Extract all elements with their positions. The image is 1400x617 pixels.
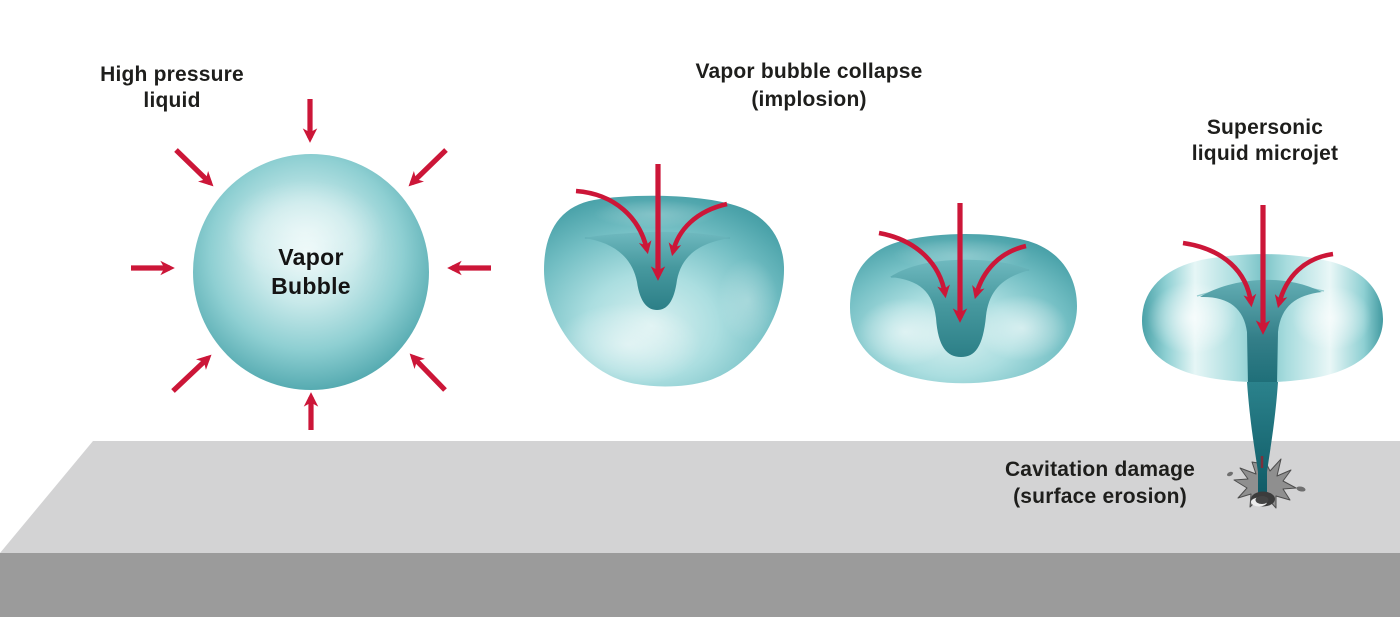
stage-3-collapsing-bubble <box>850 234 1077 384</box>
implosion-arrow-right <box>668 201 728 257</box>
pressure-arrows <box>131 99 491 430</box>
stage-4-implosion-arrows <box>1182 205 1334 335</box>
stage-1-vapor-bubble <box>193 154 429 390</box>
pressure-arrow-nw <box>174 148 214 187</box>
label-line: liquid microjet <box>1191 142 1339 165</box>
implosion-arrow-left <box>575 188 652 255</box>
label-high-pressure-liquid: High pressure liquid <box>47 62 297 114</box>
label-vapor-bubble: Vapor Bubble <box>211 243 411 301</box>
pressure-arrow-ne <box>408 148 448 187</box>
erosion-crater <box>1251 491 1275 507</box>
bubble-highlight <box>1147 282 1237 354</box>
label-cavitation-damage: Cavitation damage (surface erosion) <box>940 456 1260 510</box>
splash-droplet <box>1296 486 1306 492</box>
crater-hole-inner <box>1255 496 1269 504</box>
stage-3-implosion-arrows <box>878 203 1027 323</box>
bubble-highlight <box>857 298 953 366</box>
label-line: High pressure <box>100 63 244 86</box>
implosion-arrow-left <box>878 230 950 299</box>
label-line: (surface erosion) <box>1013 485 1187 508</box>
label-line: Bubble <box>271 273 351 299</box>
surface-top-face <box>0 441 1400 553</box>
bubble-highlight <box>1292 286 1372 350</box>
implosion-arrow-right <box>1274 251 1334 309</box>
surface-front-face <box>0 553 1400 617</box>
label-vapor-bubble-collapse: Vapor bubble collapse (implosion) <box>649 58 969 114</box>
label-line: Vapor <box>278 244 344 270</box>
bubble-highlight <box>718 258 778 342</box>
label-line: liquid <box>143 89 201 112</box>
label-supersonic-liquid-microjet: Supersonic liquid microjet <box>1135 115 1395 167</box>
splash-droplet <box>1226 471 1234 477</box>
pressure-arrow-sw <box>171 354 212 393</box>
label-line: Vapor bubble collapse <box>695 60 923 83</box>
pressure-arrow-se <box>409 353 447 392</box>
liquid-microjet <box>1247 382 1278 498</box>
sphere-highlight <box>225 180 385 284</box>
stage-2-implosion-arrows <box>575 164 728 281</box>
bubble-highlight <box>554 303 702 387</box>
bubble-highlight <box>976 295 1068 361</box>
stage-2-collapsing-bubble <box>544 195 785 387</box>
implosion-arrow-left <box>1182 240 1257 308</box>
bubble-highlight <box>593 200 717 228</box>
label-line: Cavitation damage <box>1004 458 1196 481</box>
solid-surface <box>0 441 1400 617</box>
label-line: (implosion) <box>751 88 867 111</box>
implosion-arrow-right <box>972 243 1027 300</box>
label-line: Supersonic <box>1206 116 1324 139</box>
